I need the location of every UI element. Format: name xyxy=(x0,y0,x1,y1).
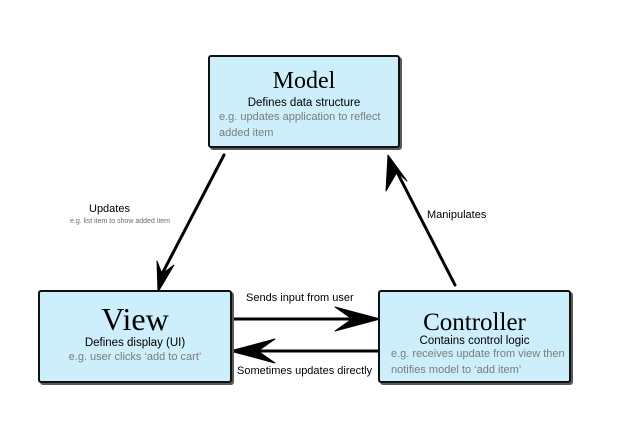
updates-arrow xyxy=(156,153,226,293)
controller-subtitle: Contains control logic xyxy=(419,335,530,347)
view-example: e.g. user clicks ‘add to cart’ xyxy=(68,351,202,363)
manipulates-label: Manipulates xyxy=(427,209,487,221)
controller-example: e.g. receives update from view then noti… xyxy=(391,348,565,376)
controller-box: Controller Contains control logic e.g. r… xyxy=(378,290,571,383)
view-subtitle: Defines display (UI) xyxy=(84,337,186,349)
sometimes-updates-label: Sometimes updates directly xyxy=(237,365,373,377)
manipulates-arrow xyxy=(385,154,457,287)
model-example: e.g. updates application to reflect adde… xyxy=(219,111,381,139)
controller-title: Controller xyxy=(423,309,526,336)
sends-input-arrow xyxy=(232,306,381,332)
view-title: View xyxy=(101,301,169,337)
updates-label: Updates xyxy=(89,203,130,215)
view-box: View Defines display (UI) e.g. user clic… xyxy=(38,290,232,383)
model-box: Model Defines data structure e.g. update… xyxy=(208,55,400,148)
sends-input-label: Sends input from user xyxy=(246,292,354,304)
updates-example: e.g. list item to show added item xyxy=(70,218,170,225)
model-title: Model xyxy=(272,68,336,94)
model-subtitle: Defines data structure xyxy=(247,97,361,109)
sometimes-updates-arrow xyxy=(229,338,378,364)
